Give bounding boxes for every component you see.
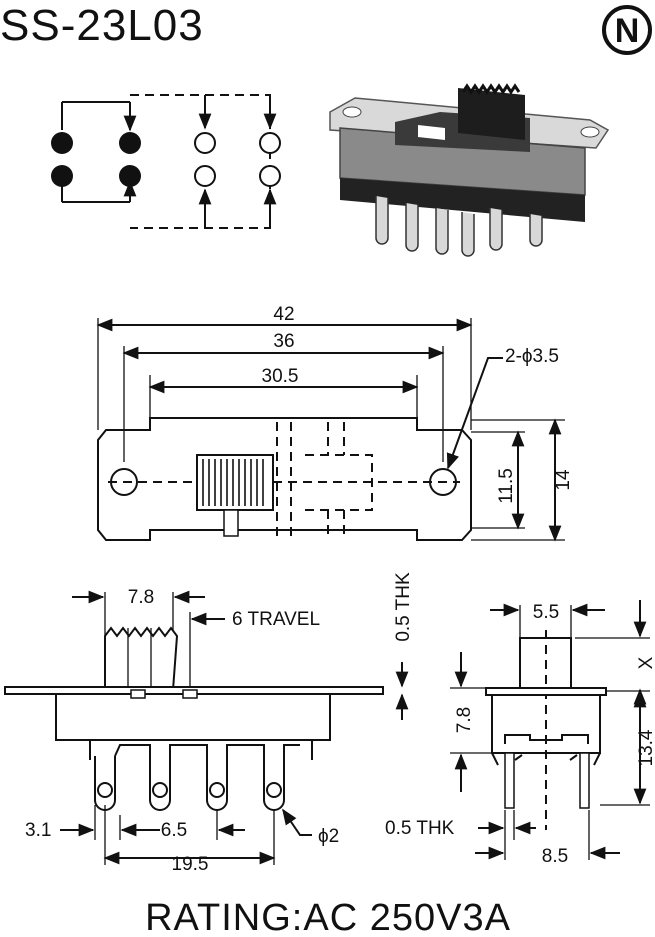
dim-inner-height: 11.5 [496, 468, 517, 504]
contact-open [194, 132, 216, 154]
dim-hole-note: 2-ϕ3.5 [505, 346, 559, 367]
dim-knob-height: X [636, 656, 655, 669]
dim-knob-width-end: 5.5 [533, 602, 559, 623]
contact-open [259, 165, 281, 187]
dim-pin-thickness: 0.5 THK [385, 818, 455, 839]
dim-hole-spacing: 36 [273, 331, 294, 352]
dim-knob-width: 7.8 [128, 587, 154, 608]
top-view: 42 36 30.5 2-ϕ3.5 11. [96, 304, 574, 542]
rating-text: RATING:AC 250V3A [145, 897, 511, 937]
switch-photo [329, 83, 610, 257]
side-view: 7.8 6 TRAVEL 0.5 THK 3.1 [4, 572, 414, 875]
contact-schematic [51, 94, 281, 229]
dim-total-height: 13.4 [636, 729, 655, 766]
dim-pin-span: 19.5 [172, 854, 209, 875]
dim-body-height: 7.8 [454, 707, 475, 733]
pin-set [94, 744, 300, 811]
dim-plate-thickness: 0.5 THK [393, 572, 414, 642]
page-title: SS-23L03 [0, 1, 204, 50]
contact-closed [119, 132, 141, 154]
dim-first-pin-offset: 3.1 [25, 820, 51, 841]
dim-body-width: 8.5 [542, 846, 568, 867]
brand-logo: N [602, 5, 652, 55]
end-view: 5.5 X 7.8 13.4 0.5 THK 8.5 [385, 600, 655, 867]
dim-pin-pitch: 6.5 [161, 820, 187, 841]
contact-closed [51, 165, 73, 187]
brand-logo-letter: N [615, 12, 640, 50]
dim-travel: 6 TRAVEL [232, 609, 320, 630]
contact-open [259, 132, 281, 154]
dim-pin-diameter: ϕ2 [318, 826, 339, 847]
dim-outer-height: 14 [553, 469, 574, 491]
contact-open [194, 165, 216, 187]
contact-closed [51, 132, 73, 154]
dim-inner-length: 30.5 [262, 366, 299, 387]
dim-overall-length: 42 [273, 304, 294, 325]
contact-closed [119, 165, 141, 187]
